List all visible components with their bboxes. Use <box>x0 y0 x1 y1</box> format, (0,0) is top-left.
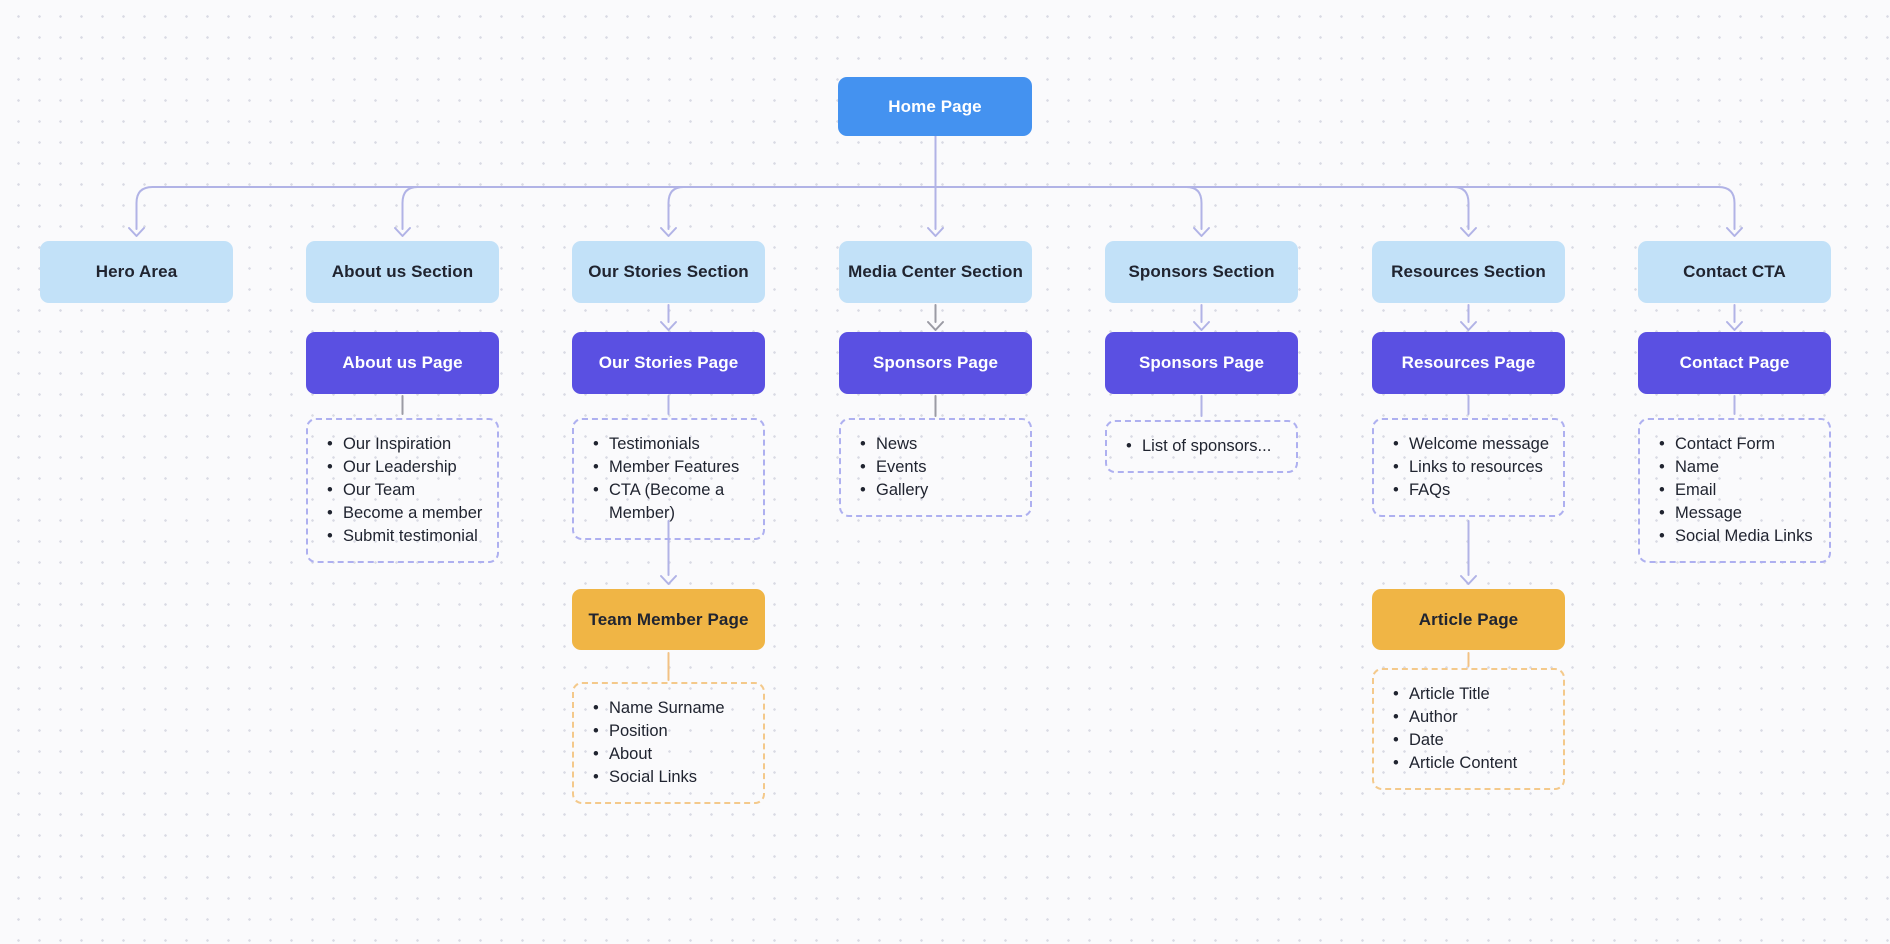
list-item: Social Media Links <box>1648 525 1821 548</box>
list-item: Article Content <box>1382 752 1555 775</box>
node-our-stories-section: Our Stories Section <box>572 241 765 303</box>
node-about-us-page: About us Page <box>306 332 499 394</box>
arrowhead-contact-page <box>1726 321 1743 331</box>
node-contact-page: Contact Page <box>1638 332 1831 394</box>
arrowhead-stories-page <box>660 321 677 331</box>
list-item: Our Leadership <box>316 456 489 479</box>
node-contact-cta-section: Contact CTA <box>1638 241 1831 303</box>
list-item: Testimonials <box>582 433 755 456</box>
list-item: Events <box>849 456 1022 479</box>
list-item: Links to resources <box>1382 456 1555 479</box>
node-resources-section: Resources Section <box>1372 241 1565 303</box>
node-resources-page: Resources Page <box>1372 332 1565 394</box>
sponsors-page-content-list: List of sponsors... <box>1105 420 1298 473</box>
list-item: Become a member <box>316 502 489 525</box>
connectors-orange <box>667 652 1470 681</box>
arrowhead-resources-section <box>1460 227 1477 237</box>
arrowhead-stories-section <box>660 227 677 237</box>
connector-branch-sponsors <box>1185 186 1203 230</box>
arrowhead-team-page <box>660 575 677 585</box>
list-item: Contact Form <box>1648 433 1821 456</box>
list-item: Gallery <box>849 479 1022 502</box>
node-home-page: Home Page <box>838 77 1032 136</box>
list-item: Position <box>582 720 755 743</box>
about-page-content-list: Our InspirationOur LeadershipOur TeamBec… <box>306 418 499 563</box>
list-item: List of sponsors... <box>1115 435 1288 458</box>
list-item: Our Inspiration <box>316 433 489 456</box>
list-item: Article Title <box>1382 683 1555 706</box>
connectors-purple <box>128 135 1743 585</box>
media-page-content-list: NewsEventsGallery <box>839 418 1032 517</box>
node-media-center-section: Media Center Section <box>839 241 1032 303</box>
stories-page-content-list: TestimonialsMember FeaturesCTA (Become a… <box>572 418 765 540</box>
list-item: Author <box>1382 706 1555 729</box>
list-item: Submit testimonial <box>316 525 489 548</box>
connectors-gray <box>401 304 944 417</box>
connector-branch-resources <box>1452 186 1470 230</box>
node-team-member-page: Team Member Page <box>572 589 765 650</box>
connector-branch-about <box>401 186 419 230</box>
list-item: Our Team <box>316 479 489 502</box>
node-our-stories-page: Our Stories Page <box>572 332 765 394</box>
list-item: Name Surname <box>582 697 755 720</box>
list-item: Message <box>1648 502 1821 525</box>
arrowhead-resources-page <box>1460 321 1477 331</box>
resources-page-content-list: Welcome messageLinks to resourcesFAQs <box>1372 418 1565 517</box>
list-item: Email <box>1648 479 1821 502</box>
node-article-page: Article Page <box>1372 589 1565 650</box>
list-item: Name <box>1648 456 1821 479</box>
arrowhead-media-section <box>927 227 944 237</box>
arrowhead-about-section <box>394 227 411 237</box>
list-item: Welcome message <box>1382 433 1555 456</box>
list-item: FAQs <box>1382 479 1555 502</box>
connector-branch-stories <box>667 186 685 230</box>
arrowhead-sponsors-section <box>1193 227 1210 237</box>
list-item: Date <box>1382 729 1555 752</box>
list-item: Social Links <box>582 766 755 789</box>
arrowhead-contact-section <box>1726 227 1743 237</box>
arrowhead-article-page <box>1460 575 1477 585</box>
team-member-page-content-list: Name SurnamePositionAboutSocial Links <box>572 682 765 804</box>
arrowhead-sponsors-page <box>1193 321 1210 331</box>
node-sponsors-page-media: Sponsors Page <box>839 332 1032 394</box>
node-hero-area-section: Hero Area <box>40 241 233 303</box>
node-sponsors-section: Sponsors Section <box>1105 241 1298 303</box>
node-about-us-section: About us Section <box>306 241 499 303</box>
list-item: Member Features <box>582 456 755 479</box>
article-page-content-list: Article TitleAuthorDateArticle Content <box>1372 668 1565 790</box>
list-item: News <box>849 433 1022 456</box>
contact-page-content-list: Contact FormNameEmailMessageSocial Media… <box>1638 418 1831 563</box>
arrowhead-media-page <box>927 321 944 331</box>
list-item: About <box>582 743 755 766</box>
node-sponsors-page: Sponsors Page <box>1105 332 1298 394</box>
arrowhead-hero-section <box>128 227 145 237</box>
connector-trunk <box>135 186 1736 230</box>
list-item: CTA (Become a Member) <box>582 479 755 525</box>
